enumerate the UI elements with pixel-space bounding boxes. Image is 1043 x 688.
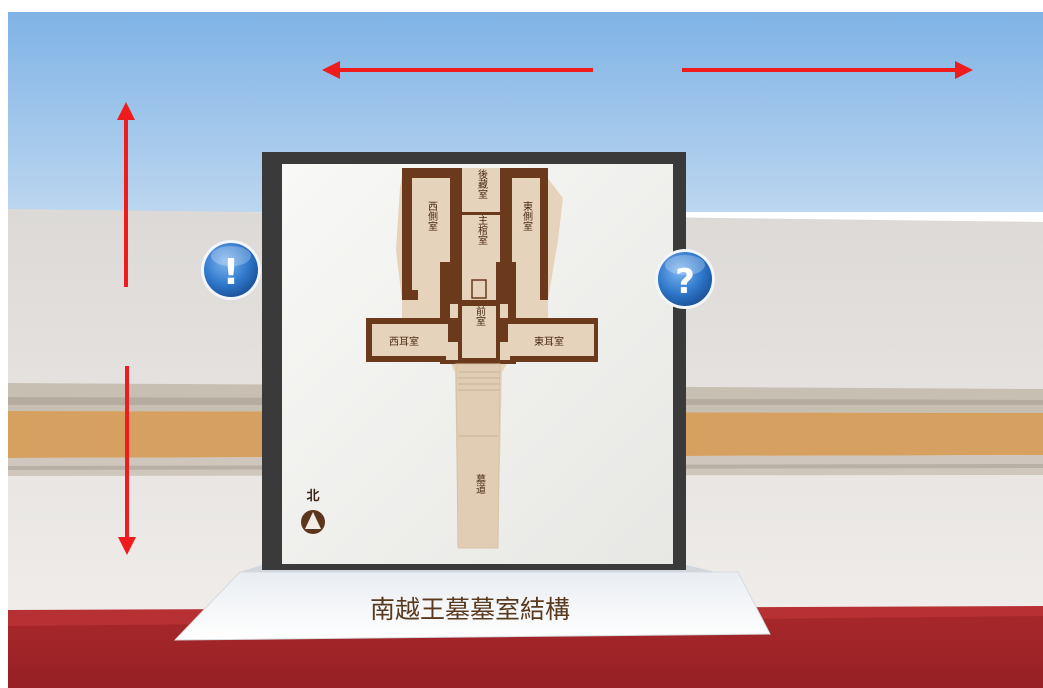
signboard-title: 南越王墓墓室結構 [370,595,570,624]
info-icon [204,243,258,297]
look-down-arrow-icon[interactable] [118,366,136,555]
room-label-west-ear: 西耳室 [389,335,419,348]
tomb-floor-plan: 後藏室 主棺室 西側室 東側室 前室 西耳室 東耳室 墓道 [366,168,598,549]
room-label-rear-storage: 後藏室 [476,168,488,199]
north-label: 北 [306,489,319,504]
info-hotspot-button[interactable]: ! [201,240,261,300]
help-hotspot-button[interactable]: ? [655,249,715,309]
room-label-front: 前室 [474,305,486,326]
room-label-west-side: 西側室 [426,201,438,231]
room-label-passage: 墓道 [474,473,486,494]
room-label-east-side: 東側室 [521,200,533,231]
room-label-main-coffin: 主棺室 [476,215,488,245]
look-up-arrow-icon[interactable] [117,102,135,287]
pan-left-arrow-icon[interactable] [322,61,593,79]
info-icon-glyph: ! [223,252,239,293]
help-icon [658,252,712,306]
pan-right-arrow-icon[interactable] [682,61,973,79]
room-label-east-ear: 東耳室 [534,335,564,348]
help-icon-glyph: ? [675,262,695,302]
north-compass: 北 [301,489,325,534]
